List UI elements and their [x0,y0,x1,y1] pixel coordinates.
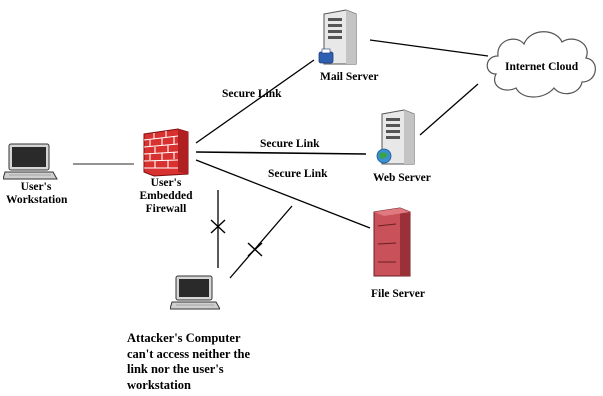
x-mark-icon [247,242,263,257]
firewall-label: User's Embedded Firewall [139,177,193,215]
web-server-icon [376,109,415,165]
link-web-server-cloud [419,83,479,136]
link-firewall-web-server [195,151,367,155]
file-server-label: File Server [371,288,425,300]
mail-server-label: Mail Server [320,71,379,83]
x-mark-icon [210,219,226,234]
file-server-icon [373,207,411,277]
attacker-laptop-icon [170,275,220,310]
blocked-link-attacker-network [229,205,293,279]
workstation-laptop-icon [3,143,58,180]
workstation-label: User's Workstation [6,181,68,206]
internet-cloud-label: Internet Cloud [505,61,579,73]
attacker-label: Attacker's Computer can't access neither… [127,331,251,392]
secure-link-file-label: Secure Link [268,168,328,180]
secure-link-web-label: Secure Link [260,138,320,150]
web-server-label: Web Server [373,172,431,184]
cloud-icon [486,31,596,98]
secure-link-mail-label: Secure Link [222,88,282,100]
link-mail-server-cloud [369,39,489,57]
brick-firewall-icon [143,128,189,177]
link-firewall-mail-server [195,59,315,144]
link-firewall-file-server [195,159,371,229]
mail-server-icon [318,9,357,65]
